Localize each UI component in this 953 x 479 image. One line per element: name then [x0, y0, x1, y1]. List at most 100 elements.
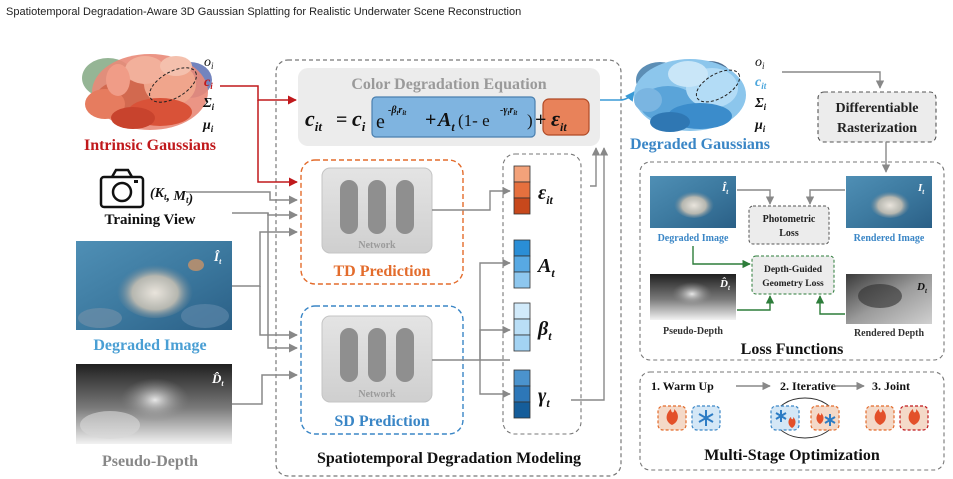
td-prediction-box	[300, 159, 464, 285]
stage-2-label: 2. Iterative	[780, 379, 837, 393]
training-view-label: Training View	[105, 212, 196, 228]
equation: cit = ci e -βtrit + At (1- e -γtrit ) + …	[305, 105, 567, 134]
degraded-gaussians-illustration	[634, 59, 746, 132]
param-c: c	[204, 75, 211, 90]
degradation-modeling-container	[275, 59, 622, 477]
pseudo-depth-symbol: D̂t	[211, 371, 224, 388]
stage-1-fire-icon	[657, 405, 687, 431]
eps-bars	[513, 165, 531, 215]
svg-text:-βtrit: -βtrit	[388, 105, 407, 117]
camera-params-text: (Kt, Mt)	[150, 186, 193, 207]
intrinsic-gaussians-illustration	[82, 54, 212, 130]
gamma-bars	[513, 369, 531, 419]
param-mu: μ	[202, 118, 211, 133]
loss-pseudo-depth-label: Pseudo-Depth	[663, 326, 723, 337]
svg-text:Σi: Σi	[754, 96, 767, 112]
parameter-column	[502, 153, 582, 435]
input-arrows	[186, 85, 298, 405]
loss-arrows	[692, 189, 845, 315]
svg-text:e: e	[376, 111, 385, 133]
svg-text:ci: ci	[204, 75, 213, 91]
svg-text:+: +	[535, 109, 546, 131]
svg-text:ci: ci	[352, 106, 366, 134]
degradation-modeling-label: Spatiotemporal Degradation Modeling	[317, 450, 581, 467]
loss-rendered-image	[846, 176, 932, 228]
network-output-arrows	[432, 147, 609, 401]
degraded-gaussians-label: Degraded Gaussians	[630, 136, 770, 153]
loss-degraded-image	[650, 176, 736, 228]
degraded-image-thumbnail	[76, 241, 232, 330]
param-a-label: At	[536, 255, 555, 280]
svg-text:cit: cit	[755, 75, 767, 91]
sd-prediction-label: SD Prediction	[334, 413, 429, 430]
param-sigma: Σ	[202, 96, 212, 111]
equation-title: Color Degradation Equation	[351, 76, 546, 93]
photometric-loss-box	[748, 205, 830, 245]
a-bars	[513, 239, 531, 289]
stage-3-fire-icons	[865, 405, 929, 431]
td-network-label: Network	[358, 240, 396, 251]
param-o-sub: i	[211, 61, 214, 71]
svg-text:+: +	[425, 109, 436, 131]
loss-functions-panel	[639, 161, 945, 361]
intrinsic-param-list: oi ci Σi μi	[202, 55, 215, 134]
param-o: o	[204, 55, 211, 70]
depth-loss-box	[751, 255, 835, 295]
multi-stage-label: Multi-Stage Optimization	[704, 447, 880, 464]
intrinsic-gaussians-label: Intrinsic Gaussians	[84, 137, 216, 154]
param-gamma-label: γt	[538, 385, 550, 410]
paper-header: Spatiotemporal Degradation-Aware 3D Gaus…	[6, 6, 522, 18]
rasterization-box	[817, 91, 937, 143]
loss-rendered-depth-label: Rendered Depth	[854, 328, 925, 339]
loss-i-hat-symbol: Ît	[721, 182, 729, 196]
loss-degraded-image-label: Degraded Image	[658, 233, 729, 244]
sd-network-block	[321, 315, 433, 403]
sd-prediction-box	[300, 305, 464, 435]
svg-text:Σi: Σi	[202, 96, 215, 112]
loss-d-hat-symbol: D̂t	[719, 277, 731, 292]
svg-text:μi: μi	[754, 118, 766, 134]
camera-params: (Kt, Mt)	[150, 186, 193, 207]
svg-text:μi: μi	[202, 118, 214, 134]
photometric-loss-label-2: Loss	[779, 228, 799, 239]
stage-3-label: 3. Joint	[872, 379, 910, 393]
degraded-param-list: oi cit Σi μi	[754, 55, 767, 134]
svg-text:-γtrit: -γtrit	[500, 105, 518, 117]
loss-functions-label: Loss Functions	[741, 341, 844, 358]
stage-1-label: 1. Warm Up	[651, 379, 714, 393]
param-beta-label: βt	[537, 318, 552, 343]
photometric-loss-label-1: Photometric	[763, 214, 816, 225]
degraded-image-label: Degraded Image	[93, 337, 206, 354]
multi-stage-panel	[639, 371, 945, 471]
beta-bars	[513, 302, 531, 352]
camera-icon	[99, 168, 145, 209]
svg-text:=: =	[336, 109, 347, 131]
svg-text:oi: oi	[755, 55, 765, 71]
rasterization-label-2: Rasterization	[837, 121, 917, 136]
param-eps-label: εit	[538, 182, 554, 207]
pseudo-depth-thumbnail	[76, 364, 232, 444]
depth-loss-label-1: Depth-Guided	[764, 265, 823, 275]
svg-text:At: At	[436, 109, 455, 134]
svg-text:): )	[527, 111, 533, 130]
svg-text:oi: oi	[204, 55, 214, 71]
depth-loss-label-2: Geometry Loss	[762, 279, 824, 289]
loss-rendered-depth	[846, 274, 932, 324]
svg-text:εit: εit	[551, 106, 567, 134]
svg-text:(1- e: (1- e	[458, 111, 490, 130]
param-mu-sub: i	[211, 124, 214, 134]
loss-pseudo-depth	[650, 274, 736, 320]
stage-2-iterative-icons	[770, 397, 840, 439]
sd-network-label: Network	[358, 389, 396, 400]
equation-attenuation-box	[371, 96, 536, 138]
loss-d-symbol: Dt	[916, 281, 928, 295]
equation-eps-box	[542, 98, 590, 136]
td-network-block	[321, 167, 433, 254]
td-prediction-label: TD Prediction	[333, 263, 430, 280]
to-rasterization-arrow	[782, 71, 885, 89]
to-degraded-arrow	[600, 91, 635, 102]
loss-rendered-image-label: Rendered Image	[854, 233, 925, 244]
pseudo-depth-label: Pseudo-Depth	[102, 453, 198, 470]
svg-text:cit: cit	[305, 106, 322, 134]
